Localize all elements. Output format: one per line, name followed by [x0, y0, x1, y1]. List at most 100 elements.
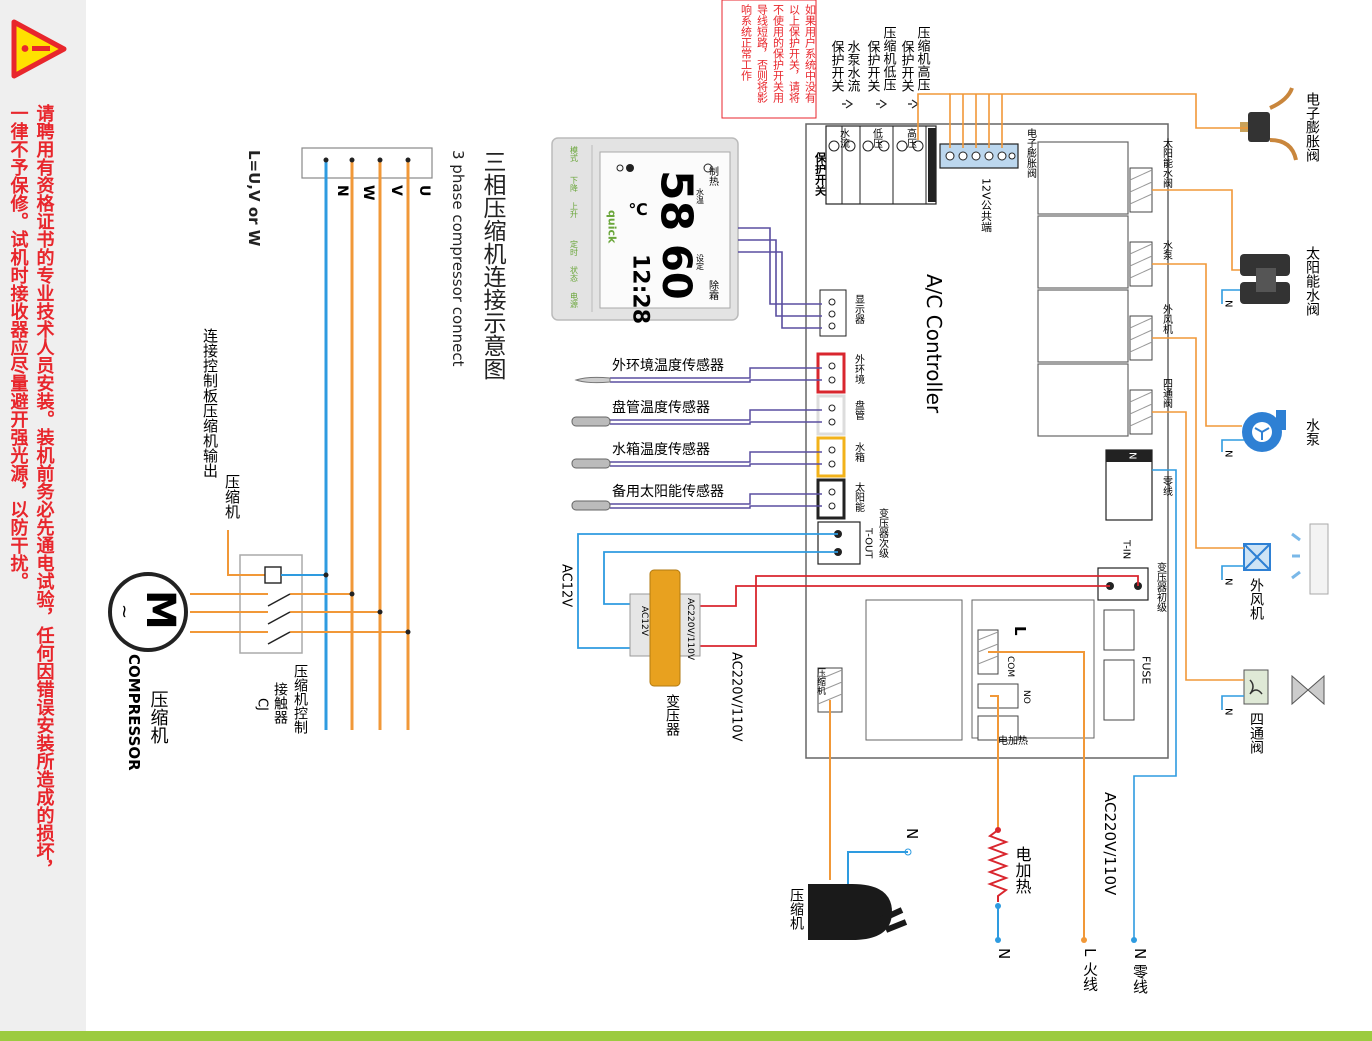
display-reading-right: 60	[653, 244, 699, 300]
protect-switch-symbols	[842, 99, 920, 109]
heater-relay-region	[971, 599, 1095, 739]
device-wires-orange	[1152, 189, 1244, 681]
display-unit: ℃	[628, 200, 647, 219]
display-mode-top: 制热	[707, 165, 719, 187]
pump-n: N	[1223, 450, 1234, 457]
eev-wires	[917, 93, 1248, 148]
outdoor-fan-icon	[1243, 523, 1329, 595]
l-note: L=U,V or W	[245, 150, 263, 247]
transformer-primary-label: AC220V/110V	[685, 598, 695, 661]
fourway-n: N	[1223, 708, 1234, 715]
protection-terminals	[828, 126, 927, 204]
terminal-strip	[301, 147, 433, 179]
ac220-wire-label: AC220V/110V	[729, 652, 744, 742]
l-terminal-label: L	[1011, 626, 1029, 636]
heater-resistor-icon	[987, 829, 1009, 902]
protect-label-hp-2: 保护开关	[899, 40, 915, 92]
display-connector-label: 显示器	[853, 294, 865, 325]
sensor-port-outdoor: 外环境	[853, 354, 865, 385]
contactor-wiring	[190, 530, 411, 645]
protect-label-flow-1: 水泵水流	[845, 40, 861, 92]
display-btn-timer[interactable]: 定时	[570, 239, 579, 256]
display-connector-pins	[828, 298, 836, 330]
com-label: COM	[1005, 656, 1015, 677]
protect-label-lp-2: 保护开关	[865, 40, 881, 92]
contactor-label-1: 压缩机控制	[292, 664, 308, 734]
note-line-5: 响系统正常工作	[740, 4, 753, 81]
note-line-1: 如果用户系统中没有	[804, 3, 817, 104]
sensor-probes	[571, 376, 611, 511]
supply-voltage-label: AC220V/110V	[1101, 792, 1119, 896]
l-line-label: L 火线	[1081, 948, 1099, 991]
fourway-label: 四通阀	[1248, 712, 1264, 755]
transformer-wiring	[577, 533, 1139, 649]
device-wires-blue	[1133, 289, 1244, 940]
board-output-word: 压缩机	[223, 474, 241, 520]
ac12v-wire-label: AC12V	[559, 564, 574, 607]
compressor-relay-region	[865, 599, 963, 741]
board-output-label: 连接控制板压缩机输出	[201, 328, 219, 478]
sensor-solar-name: 备用太阳能传感器	[612, 483, 724, 500]
compressor-unit-label: 压缩机	[788, 888, 804, 931]
display-btn-power[interactable]: 电源	[570, 291, 579, 309]
fan-n: N	[1223, 578, 1234, 585]
motor-symbol: M	[137, 590, 183, 630]
display-mode-defrost: 除霜	[707, 279, 719, 301]
common-12v-label: 12V公共端	[980, 178, 993, 233]
eev-device-label: 电子膨胀阀	[1304, 92, 1320, 163]
neutral-tag: N	[1127, 452, 1138, 459]
eev-valve-icon	[1240, 87, 1298, 161]
sensor-port-solar: 太阳能	[853, 481, 865, 513]
warning-line-1: 请聘用有资格证书的专业技术人员安装。装机前务必先通电试验，任何因错误安装所造成的…	[34, 104, 56, 878]
display-btn-status[interactable]: 状态	[570, 265, 579, 282]
compressor-n-label: N	[903, 828, 921, 839]
t-out-label-cn: 变压器次级	[877, 507, 889, 559]
motor-label-cn: 压缩机	[148, 690, 169, 744]
heater-terminal-label: 电加热	[998, 734, 1028, 747]
eev-pins	[945, 151, 1016, 161]
compressor-title-en: 3 phase compressor connect	[449, 150, 467, 367]
terminal-tag-flow: 水流	[838, 128, 850, 149]
warning-line-2: 一律不予保修。试机时接收器应尽量避开强光源，以防干扰。	[8, 104, 30, 590]
warning-icon	[11, 19, 67, 79]
fuse-label: FUSE	[1140, 656, 1153, 684]
protection-block-label: 保护开关	[814, 151, 828, 197]
fuse-body	[1103, 659, 1135, 721]
transformer-label: 变压器	[664, 694, 680, 736]
terminal-tag-hp: 高压	[905, 127, 917, 149]
fuse-top	[1103, 609, 1135, 651]
compressor-terminal-label: 压缩机	[815, 668, 826, 696]
controller-title: A/C Controller	[922, 274, 946, 414]
relay-blocks	[1037, 141, 1129, 437]
no-label: NO	[1021, 690, 1031, 704]
line-label-v: V	[388, 185, 404, 196]
display-btn-up[interactable]: 上升	[570, 202, 579, 219]
neutral-block-header	[1106, 450, 1152, 462]
line-label-u: U	[416, 185, 432, 196]
t-in-label-cn: 变压器初级	[1155, 561, 1167, 613]
left-margin-strip	[0, 0, 86, 1041]
solar-valve-icon	[1240, 254, 1290, 304]
compressor-unit-icon	[808, 884, 908, 940]
motor-tilde: ~	[114, 604, 135, 619]
pump-label: 水泵	[1304, 418, 1320, 446]
t-out-connector	[817, 521, 861, 565]
protect-label-hp-1: 压缩机高压	[915, 26, 931, 91]
sensor-outdoor-name: 外环境温度传感器	[612, 357, 724, 374]
motor-label-en: COMPRESSOR	[125, 654, 143, 771]
display-btn-mode[interactable]: 模式	[570, 145, 579, 162]
sensor-coil-name: 盘管温度传感器	[612, 399, 710, 416]
relay-label-pump: 水泵	[1161, 240, 1173, 260]
protection-strip-bar	[928, 128, 936, 202]
display-btn-down[interactable]: 下降	[570, 176, 579, 193]
display-icons	[616, 163, 713, 173]
neutral-label: 零线	[1161, 476, 1173, 496]
three-phase-lines	[323, 157, 411, 730]
protect-label-flow-2: 保护开关	[829, 40, 845, 92]
com-hatch	[977, 631, 999, 665]
compressor-terminal-hatch	[817, 669, 843, 705]
relay-label-solar: 太阳能水阀	[1161, 137, 1173, 189]
relay-label-fourway: 四通阀	[1161, 378, 1173, 409]
relay-terminal-hatch	[1129, 169, 1153, 427]
